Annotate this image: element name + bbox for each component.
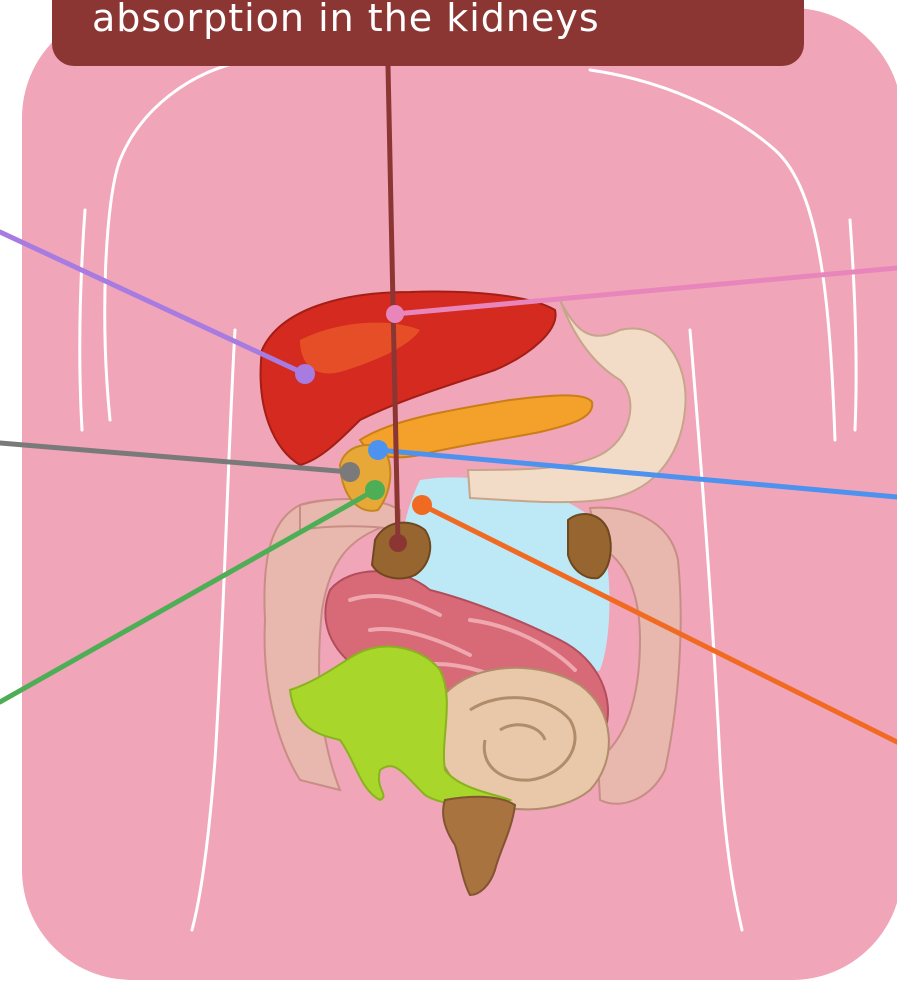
pointer-dot-purple xyxy=(295,364,315,384)
callout-text: absorption in the kidneys xyxy=(92,0,804,40)
callout-box: absorption in the kidneys xyxy=(52,0,804,66)
pointer-dot-green xyxy=(365,480,385,500)
pointer-dot-orange xyxy=(412,495,432,515)
pointer-dot-pink xyxy=(386,305,404,323)
pointer-dot-gray xyxy=(340,462,360,482)
pointer-dot-blue xyxy=(368,440,388,460)
kidney-right xyxy=(568,514,611,578)
pointer-dot-maroon xyxy=(389,534,407,552)
